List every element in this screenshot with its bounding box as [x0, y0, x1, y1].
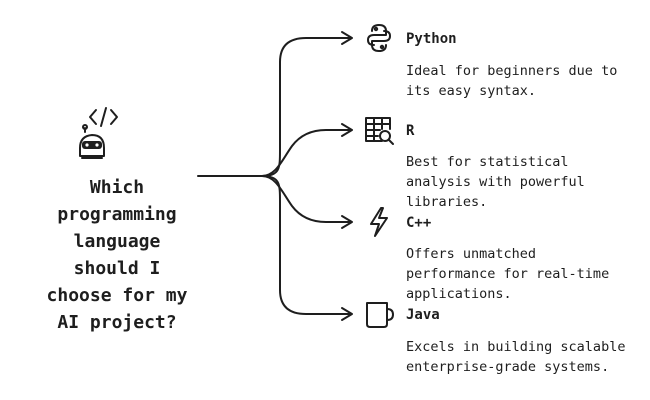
description-line: its easy syntax. — [406, 83, 537, 99]
option-description-java: Excels in building scalable enterprise-g… — [406, 337, 646, 377]
arrowhead-java — [341, 307, 353, 321]
coffee-mug-icon — [366, 302, 394, 328]
spreadsheet-magnifier-icon — [365, 117, 394, 145]
option-description-r: Best for statistical analysis with power… — [406, 152, 646, 212]
description-line: performance for real-time — [406, 266, 610, 282]
option-description-cpp: Offers unmatched performance for real-ti… — [406, 244, 646, 304]
connector-to-r — [261, 129, 351, 177]
description-line: libraries. — [406, 194, 488, 210]
arrowhead-python — [341, 31, 353, 45]
option-title-python: Python — [406, 31, 457, 47]
question-line: Which — [89, 177, 145, 198]
option-title-cpp: C++ — [406, 215, 432, 231]
description-line: Offers unmatched — [406, 246, 537, 262]
description-line: analysis with powerful — [406, 174, 585, 190]
description-line: applications. — [406, 286, 512, 302]
option-title-java: Java — [406, 307, 440, 323]
question-line: programming — [57, 204, 177, 225]
question-line: choose for my — [46, 285, 188, 306]
description-line: enterprise-grade systems. — [406, 359, 610, 375]
connector-to-cpp — [261, 175, 351, 223]
description-line: Best for statistical — [406, 154, 569, 170]
central-question: Which programming language should I choo… — [42, 174, 192, 336]
connector-to-java — [261, 175, 351, 315]
connector-to-python — [261, 37, 351, 177]
lightning-bolt-icon — [370, 207, 388, 237]
question-line: AI project? — [57, 312, 177, 333]
description-line: Ideal for beginners due to — [406, 63, 618, 79]
arrowhead-cpp — [341, 215, 353, 229]
arrowhead-r — [341, 123, 353, 137]
option-title-r: R — [406, 123, 415, 139]
option-description-python: Ideal for beginners due to its easy synt… — [406, 61, 646, 101]
python-snake-icon — [367, 24, 391, 52]
robot-code-icon — [79, 107, 118, 159]
question-line: language — [73, 231, 161, 252]
question-line: should I — [73, 258, 161, 279]
description-line: Excels in building scalable — [406, 339, 626, 355]
